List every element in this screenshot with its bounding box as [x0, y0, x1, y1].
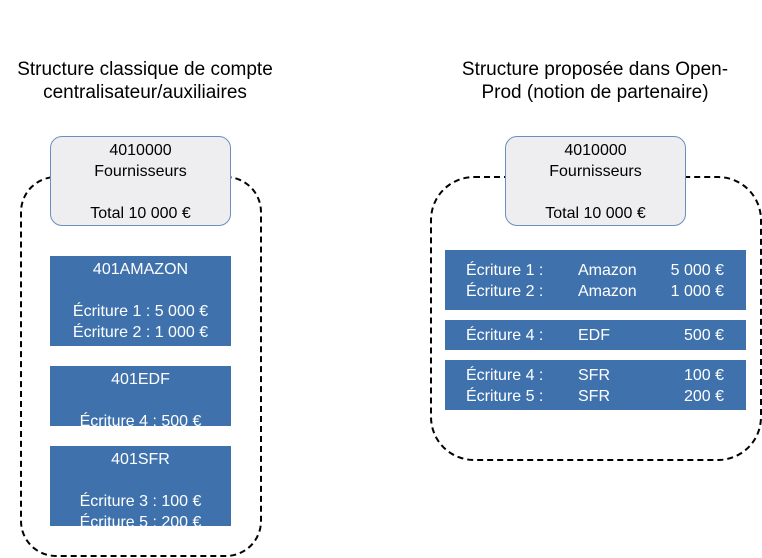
- left-title-line2: centralisateur/auxiliaires: [43, 82, 247, 103]
- entry: Écriture 3 : 100 €: [79, 493, 202, 510]
- left-account-sfr: 401SFR Écriture 3 : 100 € Écriture 5 : 2…: [50, 446, 231, 531]
- entry-amount: 100 €: [683, 367, 724, 384]
- right-central-account-total: Total 10 000 €: [545, 205, 646, 222]
- account-name: 401SFR: [111, 451, 170, 468]
- entry-amount: 500 €: [683, 327, 724, 344]
- entry-label: Écriture 5 :: [466, 388, 544, 405]
- entry-amount: 5 000 €: [670, 262, 724, 279]
- left-central-account-total: Total 10 000 €: [90, 205, 191, 222]
- entry-partner: Amazon: [578, 262, 637, 279]
- left-account-amazon: 401AMAZON Écriture 1 : 5 000 € Écriture …: [50, 256, 231, 346]
- entry-label: Écriture 4 :: [466, 327, 544, 344]
- right-group-amazon: Écriture 1 : Amazon 5 000 € Écriture 2 :…: [445, 250, 746, 310]
- entry-label: Écriture 1 :: [466, 262, 544, 279]
- entry-row: Écriture 2 : Amazon 1 000 €: [446, 281, 745, 302]
- right-title: Structure proposée dans Open- Prod (noti…: [440, 58, 750, 104]
- entry: Écriture 1 : 5 000 €: [72, 303, 209, 320]
- entry-partner: Amazon: [578, 283, 637, 300]
- entry-row: Écriture 5 : SFR 200 €: [446, 386, 745, 407]
- left-central-account-name: Fournisseurs: [94, 163, 187, 180]
- entry-amount: 200 €: [683, 388, 724, 405]
- entry-amount: 1 000 €: [670, 283, 724, 300]
- left-central-account-number: 4010000: [109, 142, 172, 159]
- entry: Écriture 4 : 500 €: [79, 413, 202, 430]
- account-name: 401AMAZON: [92, 261, 189, 278]
- account-name: 401EDF: [111, 371, 170, 388]
- entry-row: Écriture 1 : Amazon 5 000 €: [446, 260, 745, 281]
- right-title-line2: Prod (notion de partenaire): [481, 82, 709, 103]
- left-central-account-box: 4010000 Fournisseurs Total 10 000 €: [50, 136, 231, 226]
- right-central-account-box: 4010000 Fournisseurs Total 10 000 €: [505, 136, 686, 226]
- entry-label: Écriture 4 :: [466, 367, 544, 384]
- left-title: Structure classique de compte centralisa…: [0, 58, 290, 104]
- left-account-edf: 401EDF Écriture 4 : 500 €: [50, 366, 231, 430]
- right-group-edf: Écriture 4 : EDF 500 €: [445, 320, 746, 350]
- entry: Écriture 5 : 200 €: [79, 514, 202, 531]
- left-title-line1: Structure classique de compte: [17, 59, 273, 80]
- entry-partner: EDF: [578, 327, 610, 344]
- entry-label: Écriture 2 :: [466, 283, 544, 300]
- right-central-account-number: 4010000: [564, 142, 627, 159]
- entry-row: Écriture 4 : SFR 100 €: [446, 365, 745, 386]
- entry-row: Écriture 4 : EDF 500 €: [446, 325, 745, 346]
- right-group-sfr: Écriture 4 : SFR 100 € Écriture 5 : SFR …: [445, 360, 746, 410]
- entry: Écriture 2 : 1 000 €: [72, 324, 209, 341]
- entry-partner: SFR: [578, 388, 610, 405]
- right-central-account-name: Fournisseurs: [549, 163, 642, 180]
- right-title-line1: Structure proposée dans Open-: [461, 59, 729, 80]
- entry-partner: SFR: [578, 367, 610, 384]
